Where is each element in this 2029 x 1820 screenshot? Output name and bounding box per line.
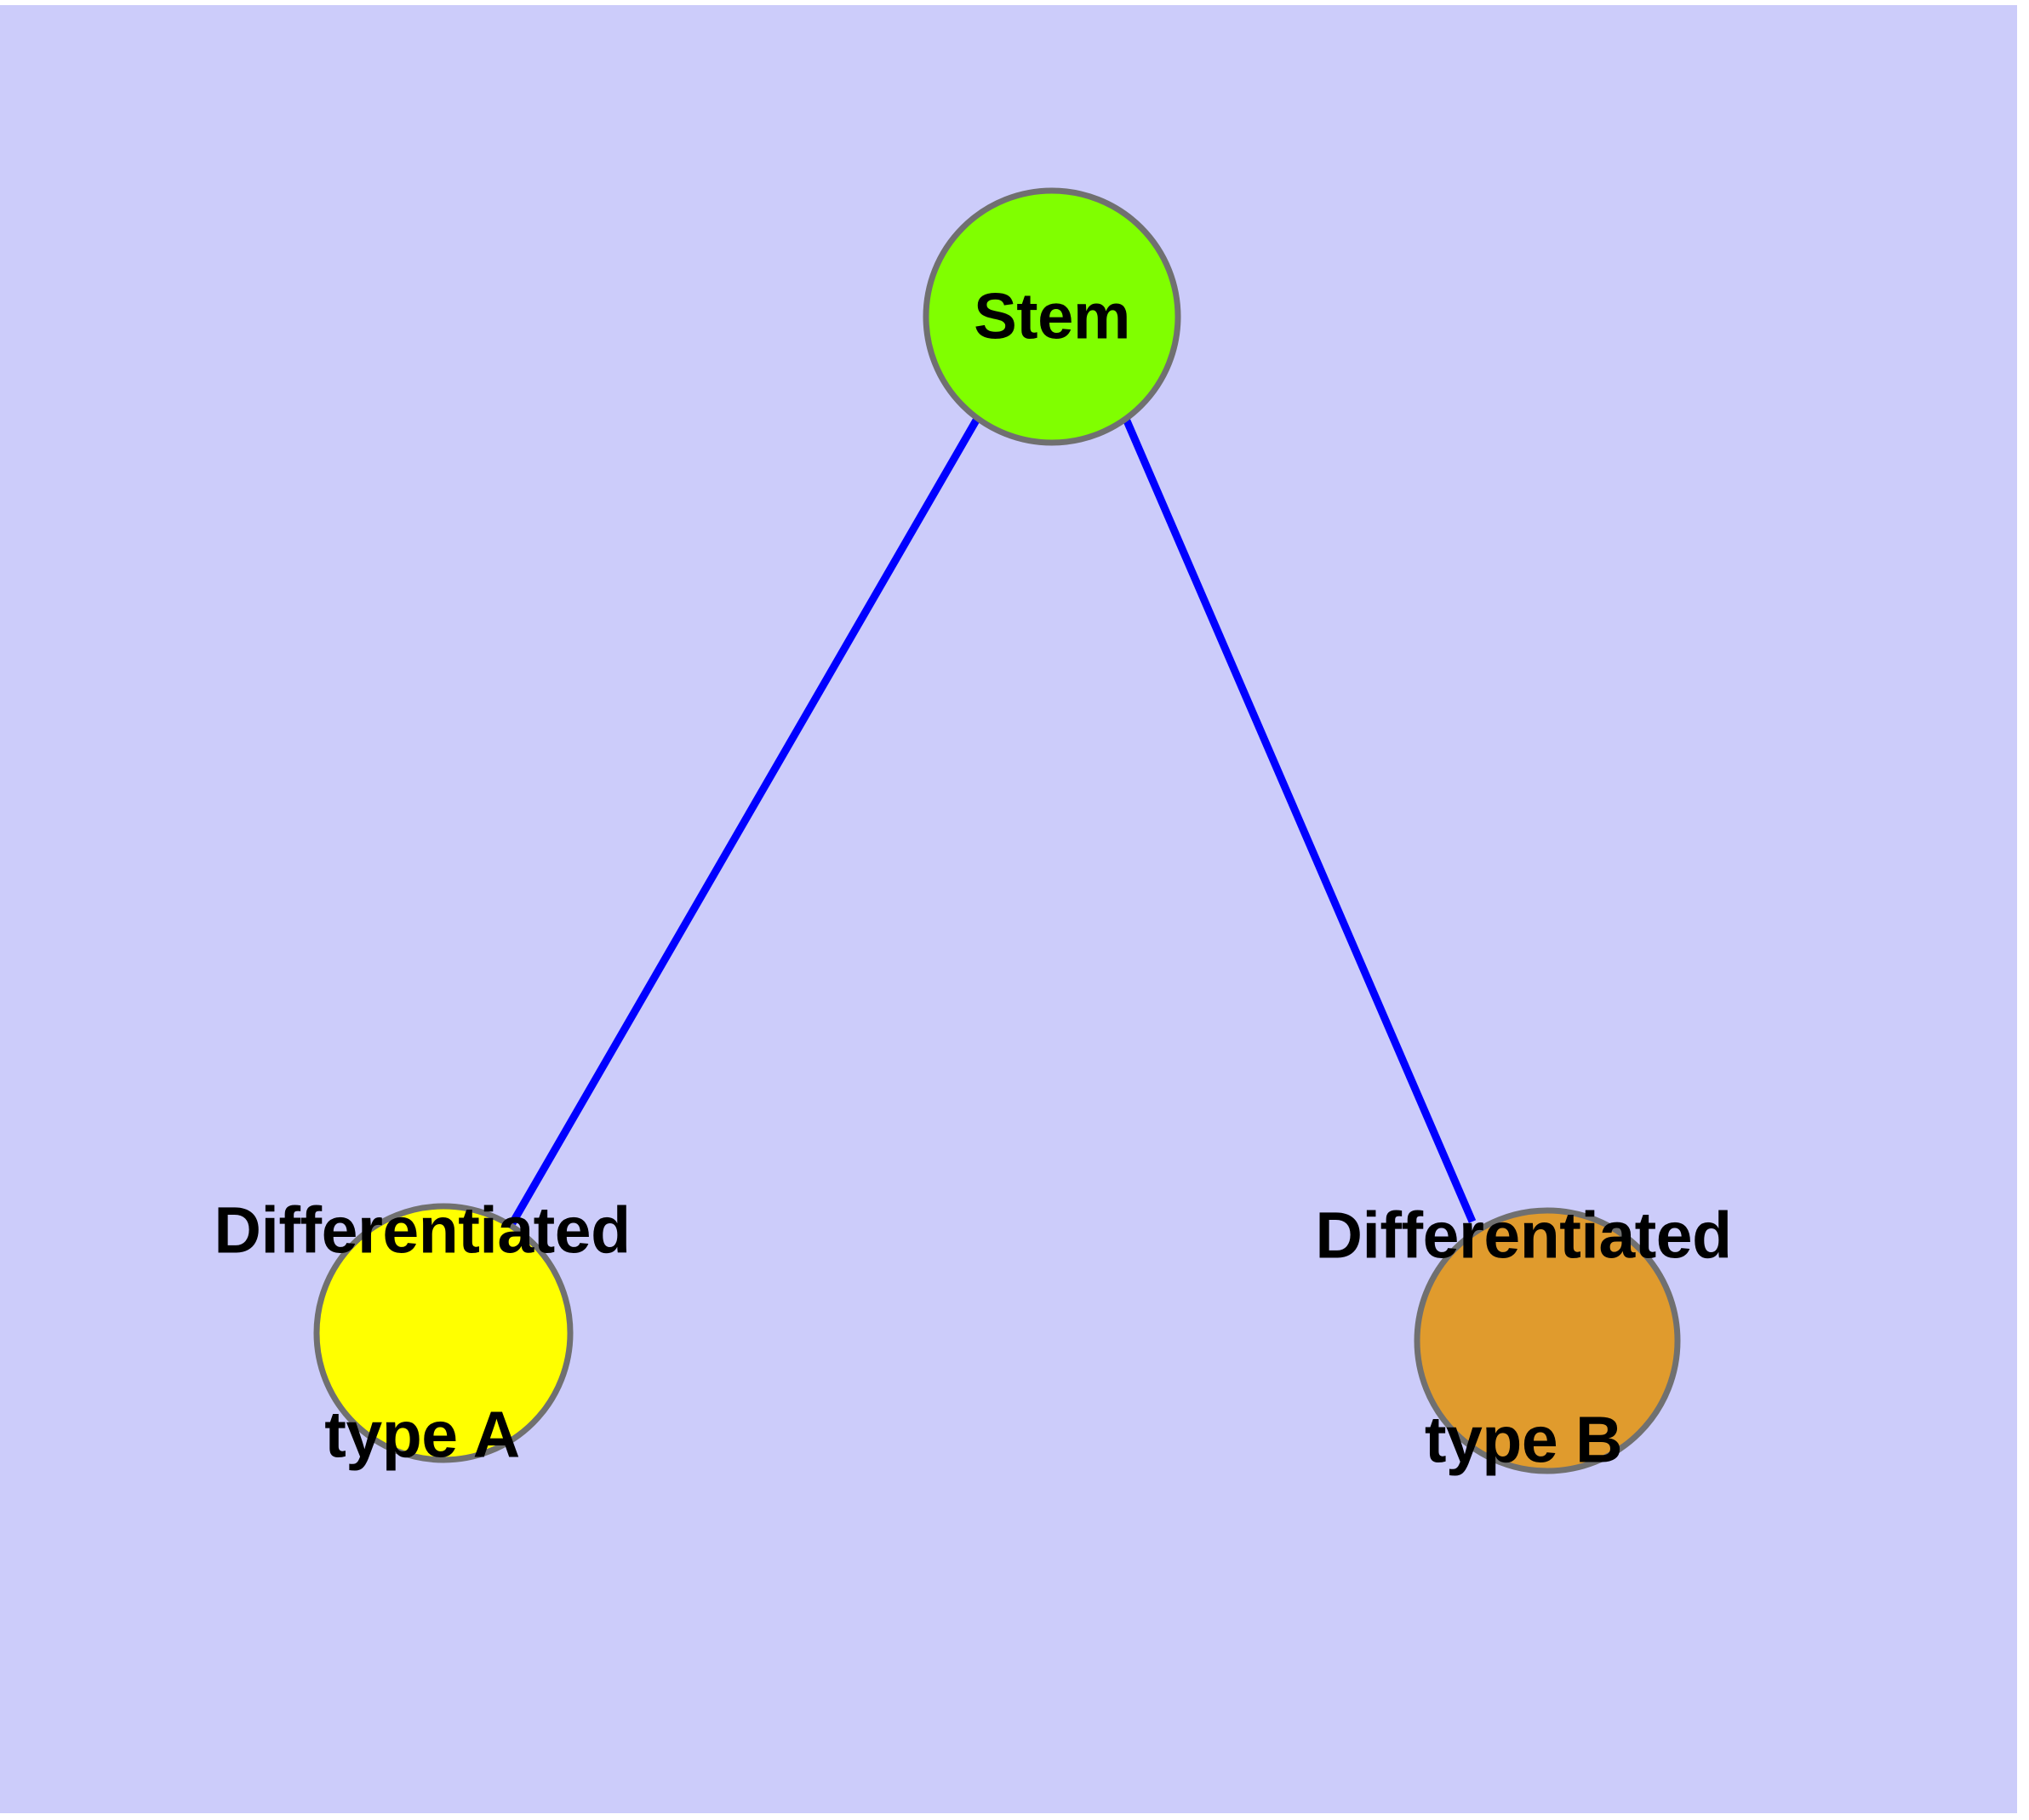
node-stem[interactable] <box>923 187 1181 446</box>
node-differentiated-type-b[interactable] <box>1414 1207 1681 1474</box>
edge-layer <box>509 416 1477 1226</box>
node-layer <box>313 187 1681 1474</box>
edge-stem-to-differentiated-type-a[interactable] <box>509 416 980 1226</box>
node-differentiated-type-a[interactable] <box>313 1203 574 1463</box>
edge-stem-to-differentiated-type-b[interactable] <box>1122 417 1477 1223</box>
